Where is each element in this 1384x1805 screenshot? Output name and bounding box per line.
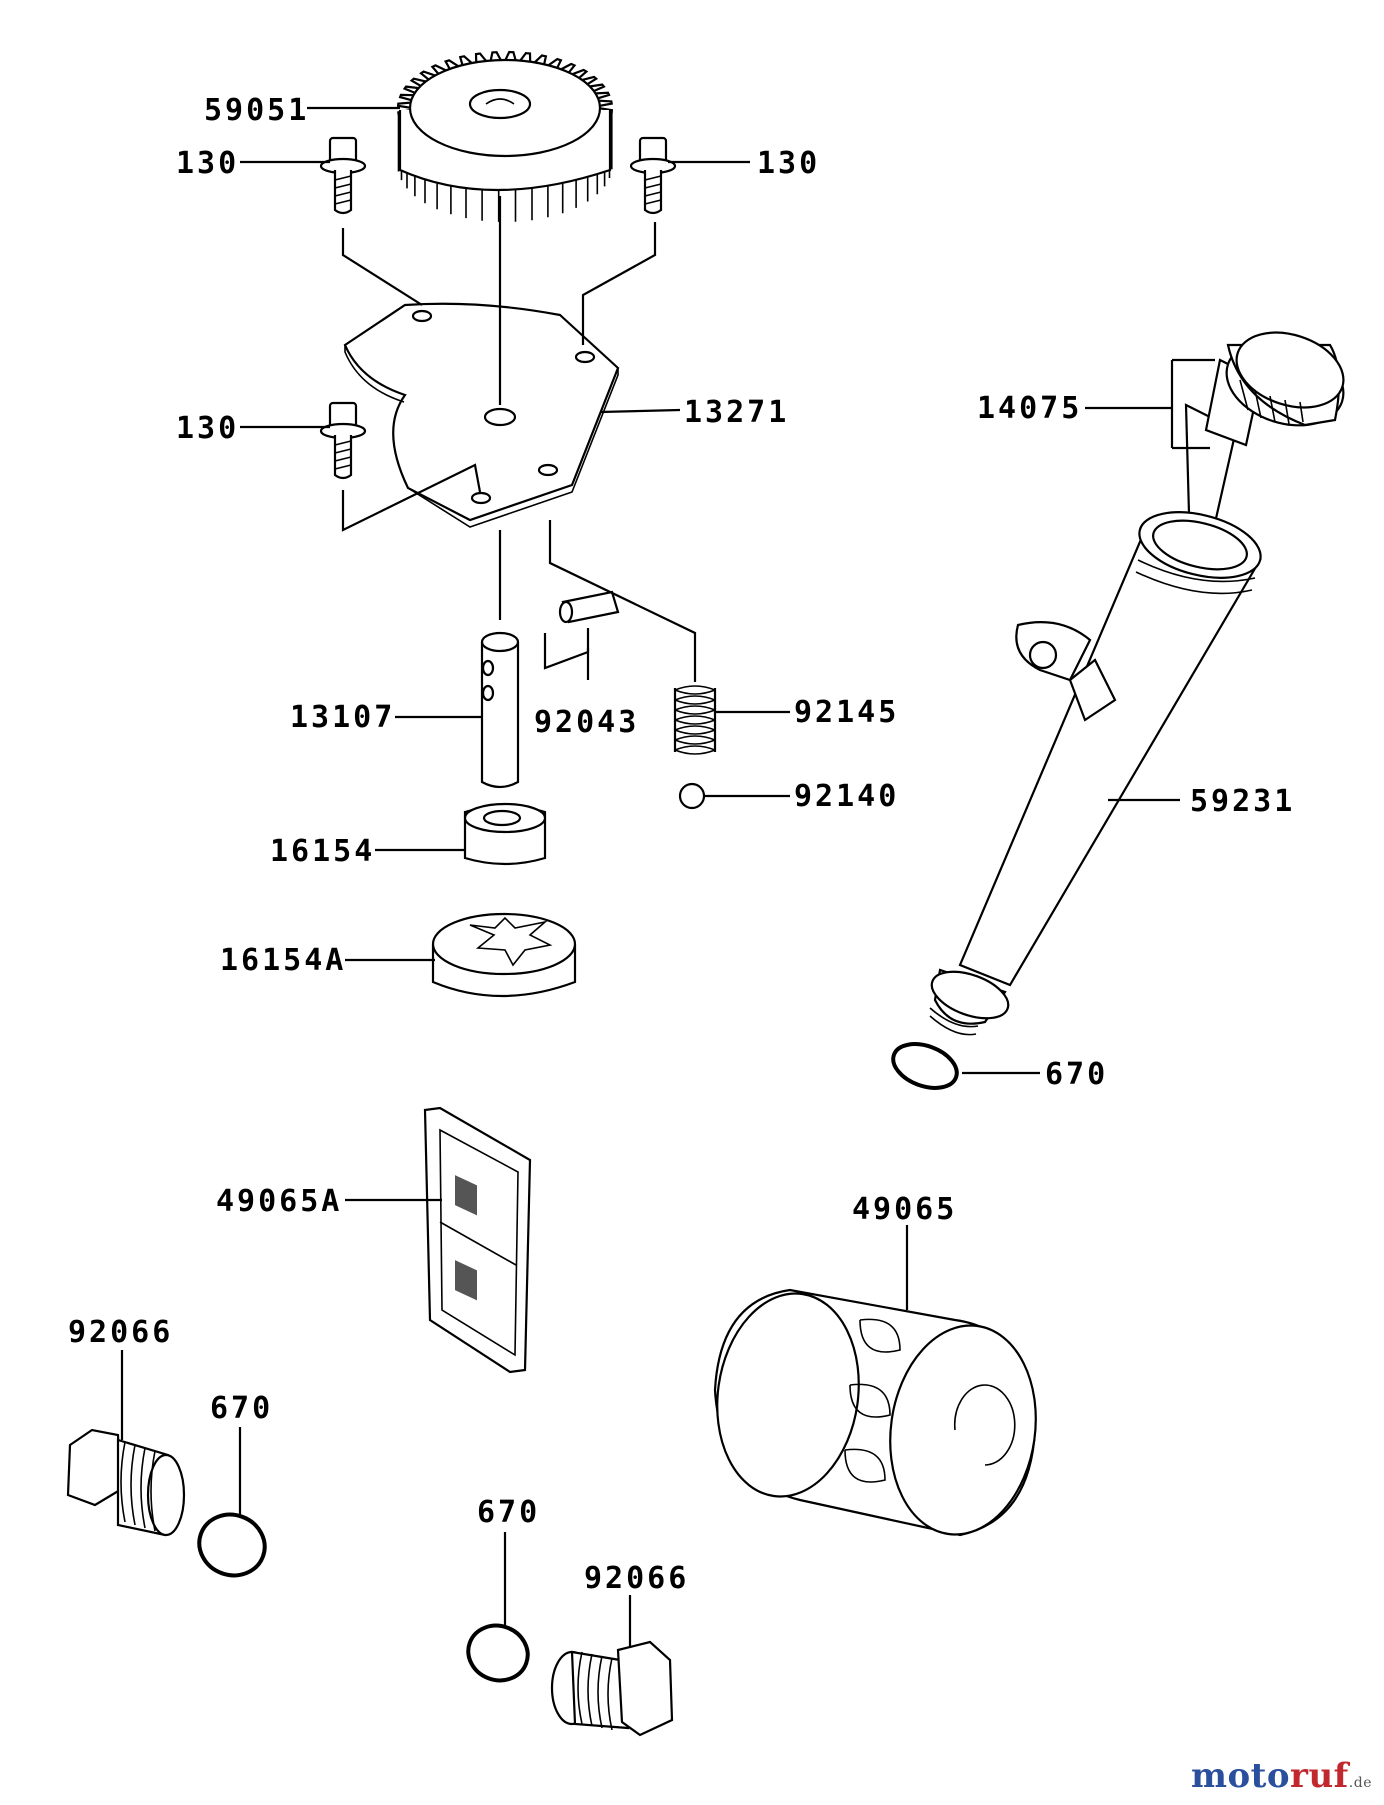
label-92066-left: 92066 — [68, 1315, 173, 1350]
label-49065A: 49065A — [216, 1184, 342, 1219]
label-130-left-bottom: 130 — [176, 411, 239, 446]
oil-filler-tube-59231 — [929, 511, 1262, 1036]
gear-59051 — [396, 50, 614, 222]
ball-92140 — [678, 782, 706, 810]
label-13271: 13271 — [684, 395, 789, 430]
bolt-130-right-top — [629, 136, 677, 215]
o-ring-670-left — [197, 1512, 267, 1578]
label-16154A: 16154A — [220, 943, 346, 978]
watermark-brand-part2: ruf — [1290, 1756, 1349, 1796]
strainer-49065A — [423, 1106, 532, 1374]
label-670-tube: 670 — [1045, 1057, 1108, 1092]
dipstick-14075 — [1184, 331, 1345, 552]
label-130-right-top: 130 — [757, 146, 820, 181]
o-ring-670-tube — [891, 1042, 959, 1090]
plug-92066-left — [66, 1428, 186, 1537]
shaft-13107 — [480, 631, 520, 789]
label-130-left-top: 130 — [176, 146, 239, 181]
bolt-130-left-top — [319, 136, 367, 215]
spring-92145 — [673, 685, 717, 755]
label-49065: 49065 — [852, 1192, 957, 1227]
motoruf-watermark: motoruf.de — [1191, 1756, 1372, 1796]
plug-92066-right — [550, 1640, 674, 1737]
plate-13271 — [343, 302, 620, 528]
callout-labels: 59051 130 130 130 13271 14075 13107 9204… — [68, 93, 1295, 1596]
oil-filter-49065 — [713, 1288, 1037, 1537]
label-92043: 92043 — [534, 705, 639, 740]
watermark-tld: .de — [1348, 1775, 1372, 1791]
o-ring-670-middle — [466, 1623, 530, 1683]
label-59051: 59051 — [204, 93, 309, 128]
label-92145: 92145 — [794, 695, 899, 730]
label-670-left: 670 — [210, 1391, 273, 1426]
leader-lines — [120, 106, 1215, 1648]
label-14075: 14075 — [977, 391, 1082, 426]
label-92140: 92140 — [794, 779, 899, 814]
watermark-brand-part1: moto — [1190, 1756, 1291, 1796]
inner-rotor-16154 — [463, 802, 547, 866]
label-59231: 59231 — [1190, 784, 1295, 819]
label-13107: 13107 — [290, 700, 395, 735]
outer-rotor-16154A — [431, 912, 577, 998]
bolt-130-left-bottom — [319, 401, 367, 480]
pin-92043 — [558, 590, 620, 624]
label-92066-right: 92066 — [584, 1561, 689, 1596]
label-670-middle: 670 — [477, 1495, 540, 1530]
label-16154: 16154 — [270, 834, 375, 869]
